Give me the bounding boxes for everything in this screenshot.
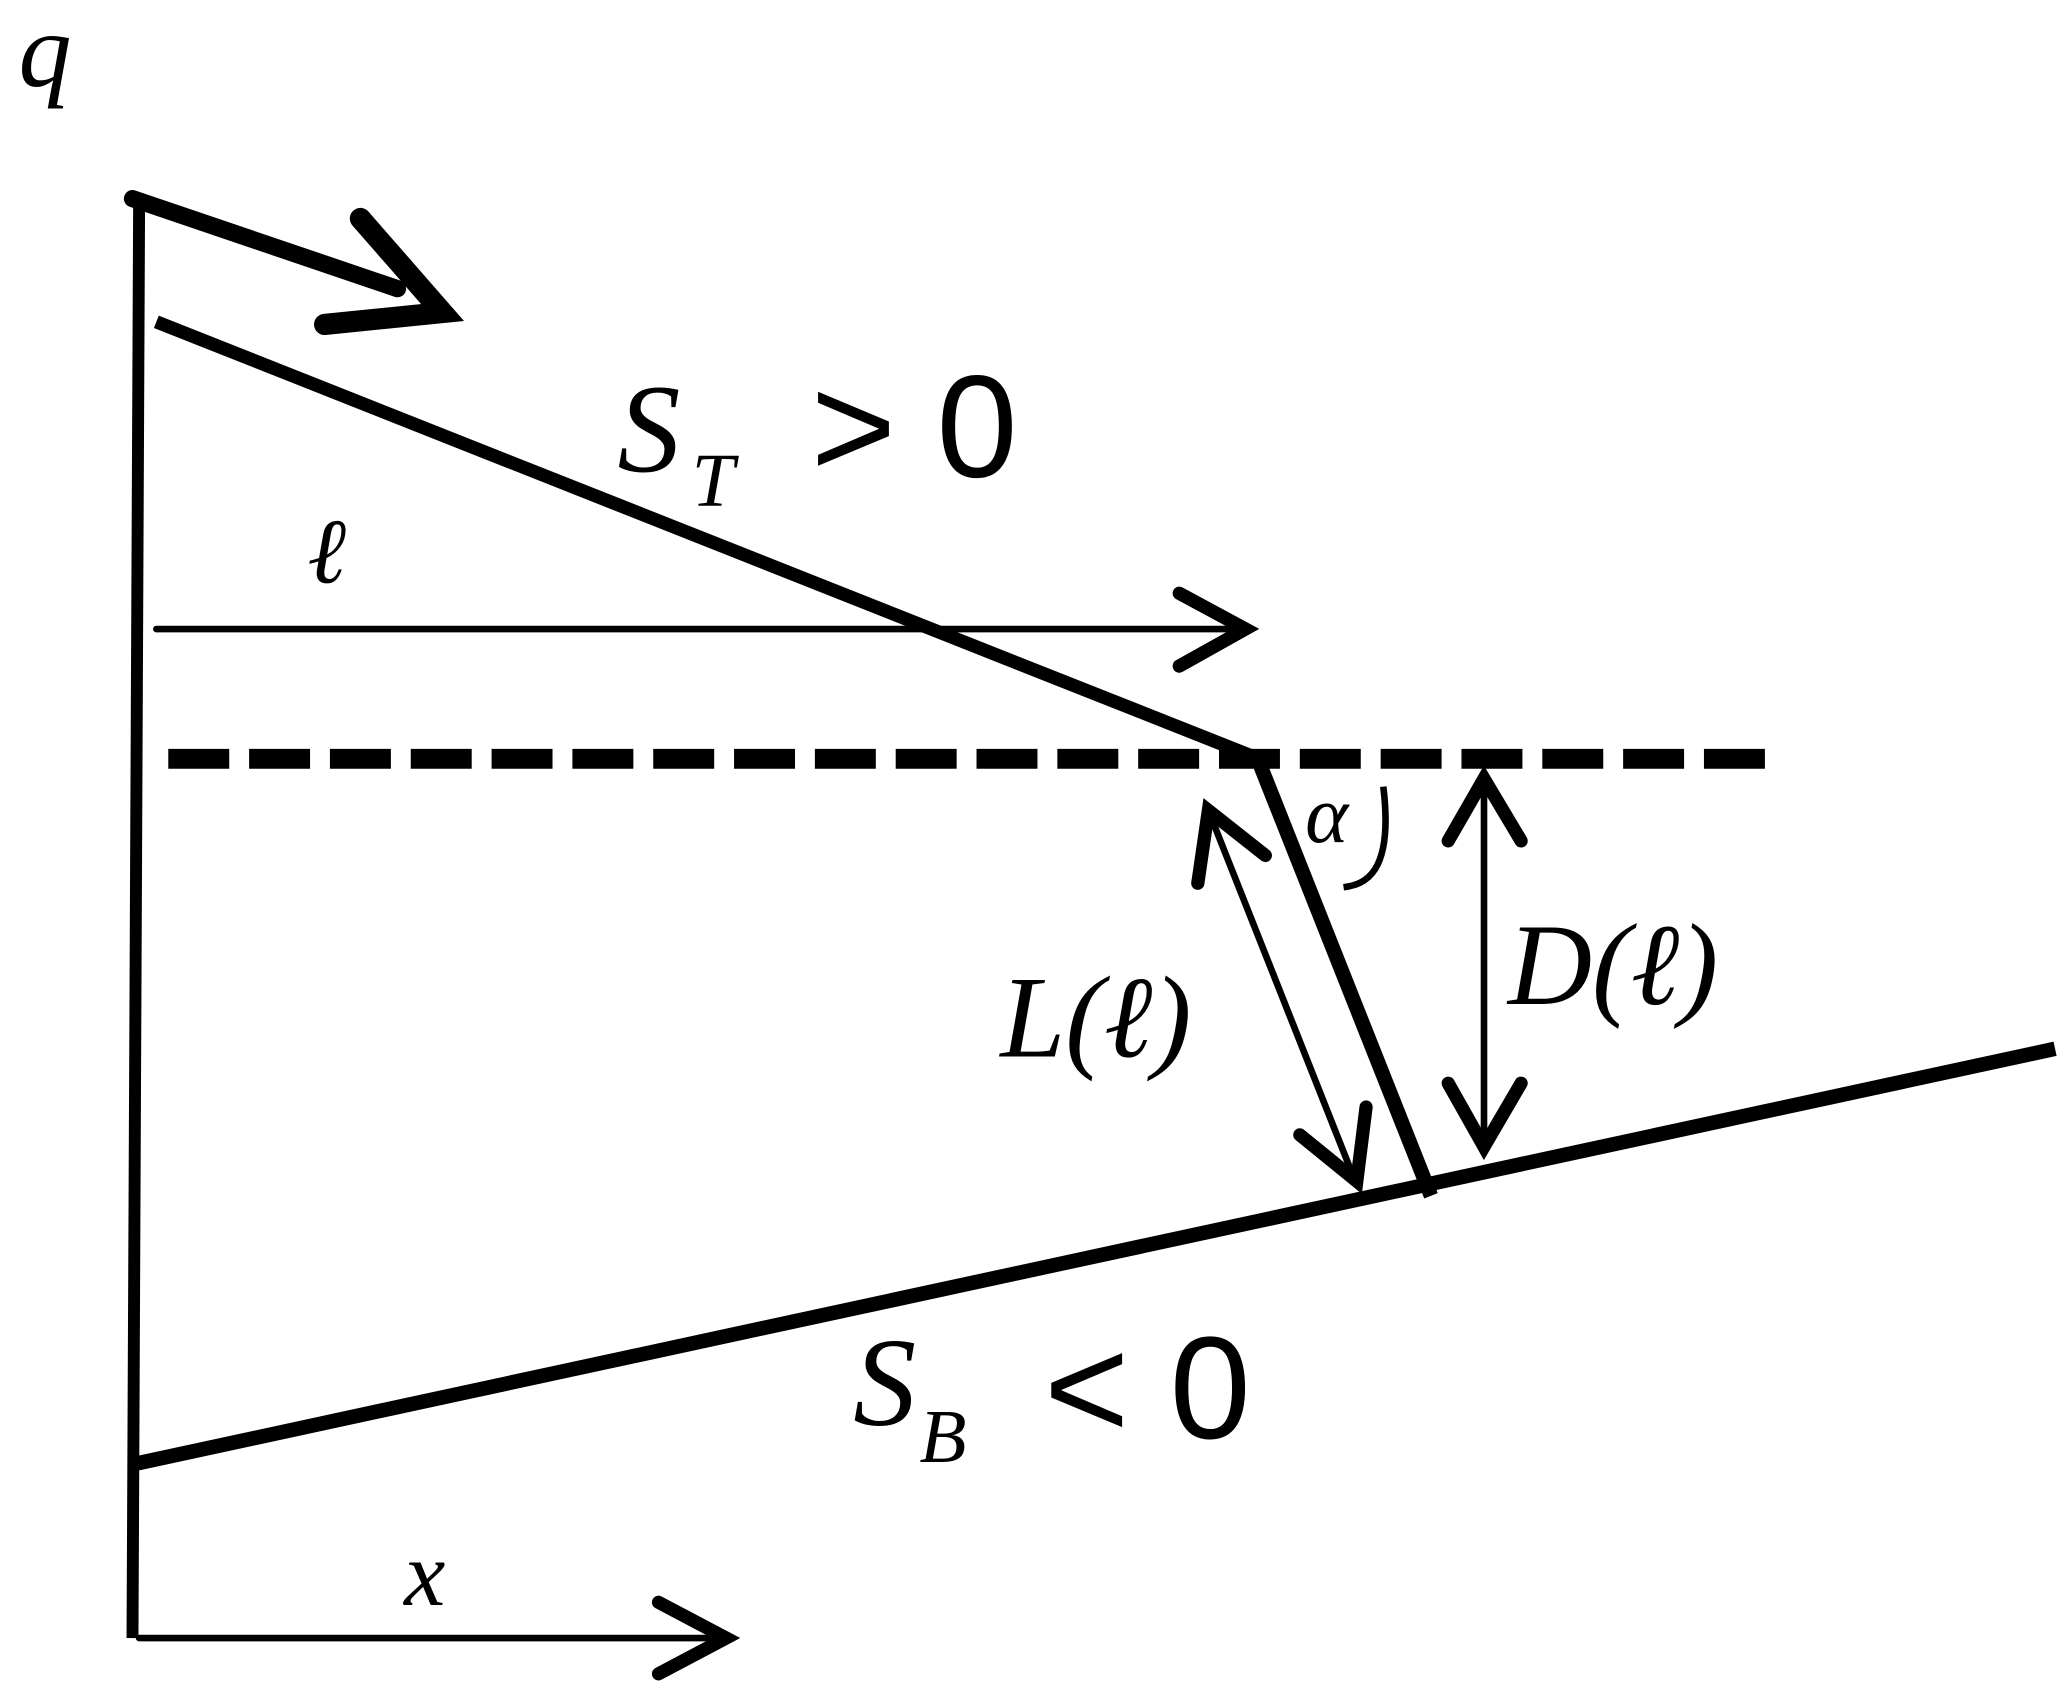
bottom-slope-subscript: B (920, 1394, 967, 1479)
q-axis-label: q (19, 0, 72, 109)
flow-arrow (123, 190, 465, 336)
L-dimension-arrow (1191, 798, 1373, 1194)
ell-label: ℓ (307, 501, 346, 604)
bottom-slope-relation: < 0 (1044, 1306, 1251, 1469)
angle-alpha-arc (1343, 786, 1389, 891)
inclined-wall-line (1251, 758, 1438, 1199)
D-dimension-arrow (1441, 765, 1528, 1161)
top-slope-subscript: T (692, 438, 740, 523)
ell-arrow (153, 586, 1260, 673)
x-axis-arrow (135, 1595, 741, 1681)
q-axis-line (126, 201, 146, 1639)
top-slope-relation: > 0 (811, 345, 1018, 508)
bottom-slope-symbol: S (853, 1314, 916, 1453)
L-of-ell-label: L(ℓ) (998, 954, 1191, 1083)
bottom-surface-line (136, 1041, 2057, 1471)
x-axis-label: x (402, 1523, 445, 1626)
top-surface-line (153, 315, 1268, 768)
top-slope-symbol: S (617, 360, 680, 499)
alpha-label: α (1305, 769, 1350, 860)
D-of-ell-label: D(ℓ) (1506, 901, 1718, 1030)
